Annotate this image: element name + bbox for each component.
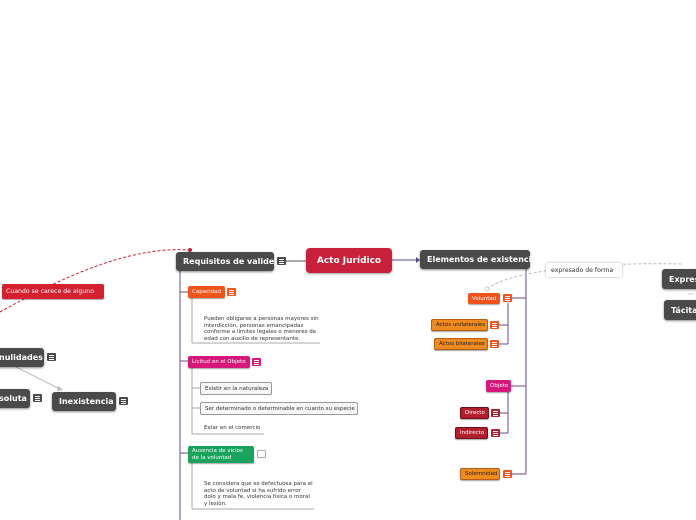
note-icon[interactable]	[33, 394, 42, 402]
elementos-node[interactable]: Elementos de existencia	[420, 250, 537, 269]
expresado-label-box[interactable]: expresado de forma	[546, 263, 622, 277]
licitud-node[interactable]: Licitud en el Objeto	[188, 356, 250, 368]
licitud-item-determinado[interactable]: Ser determinado o determinable en cuanto…	[200, 402, 358, 415]
indirecto-label: Indirecto	[460, 430, 485, 436]
nulidades-label: nulidades	[0, 353, 43, 362]
solemnidad-label: Solemnidad	[465, 471, 498, 477]
note-icon[interactable]	[491, 409, 500, 417]
cuando-label: Cuando se carece de alguno	[6, 288, 94, 295]
note-icon[interactable]	[491, 429, 500, 437]
tacita-label: Tácita	[671, 305, 696, 315]
tacita-node[interactable]: Tácita	[664, 300, 696, 320]
voluntad-label: Voluntad	[472, 295, 497, 302]
absoluta-label: soluta	[0, 394, 27, 403]
capacidad-label: Capacidad	[192, 289, 221, 295]
note-icon[interactable]	[119, 397, 128, 405]
note-icon[interactable]	[252, 358, 261, 366]
expresado-text: expresado de forma	[551, 266, 614, 274]
note-icon[interactable]	[490, 340, 499, 348]
licitud-item-label: Existir en la naturaleza	[205, 385, 269, 392]
solemnidad-node[interactable]: Solemnidad	[460, 468, 500, 480]
note-icon[interactable]	[503, 470, 512, 478]
actos-unilaterales-label: Actos unilaterales	[436, 322, 486, 328]
capacidad-node[interactable]: Capacidad	[188, 286, 225, 298]
licitud-item-label: Ser determinado o determinable en cuanto…	[205, 405, 355, 412]
note-icon[interactable]	[47, 353, 56, 361]
estar-comercio-text: Estar en el comercio	[204, 425, 261, 431]
capacidad-description: Pueden obligarse a personas mayores sin …	[204, 316, 319, 342]
requisitos-node[interactable]: Requisitos de validez	[176, 252, 279, 271]
inexistencia-node[interactable]: Inexistencia	[52, 392, 116, 411]
voluntad-node[interactable]: Voluntad	[468, 293, 500, 304]
actos-bilaterales-label: Actos bilaterales	[439, 341, 485, 347]
cuando-node[interactable]: Cuando se carece de alguno	[2, 284, 104, 299]
expresa-node[interactable]: Expres	[662, 269, 696, 289]
indirecto-node[interactable]: Indirecto	[455, 427, 488, 439]
directo-node[interactable]: Directo	[460, 407, 489, 419]
actos-bilaterales-node[interactable]: Actos bilaterales	[434, 338, 488, 350]
directo-label: Directo	[465, 410, 485, 416]
objeto-label: Objeto	[490, 383, 509, 389]
ausencia-label: Ausencia de vicios de la voluntad	[192, 448, 243, 461]
absoluta-node[interactable]: soluta	[0, 389, 30, 408]
objeto-node[interactable]: Objeto	[486, 380, 511, 392]
expresa-label: Expres	[669, 274, 696, 284]
note-icon[interactable]	[503, 294, 512, 302]
inexistencia-label: Inexistencia	[59, 397, 114, 406]
ausencia-description: Se considera que es defectuosa para el a…	[204, 481, 313, 507]
actos-unilaterales-node[interactable]: Actos unilaterales	[431, 319, 488, 331]
central-label: Acto Jurídico	[316, 255, 382, 266]
requisitos-label: Requisitos de validez	[183, 257, 279, 266]
ausencia-node[interactable]: Ausencia de vicios de la voluntad	[188, 446, 254, 463]
central-node[interactable]: Acto Jurídico	[306, 248, 392, 273]
note-icon[interactable]	[277, 257, 286, 265]
note-icon[interactable]	[227, 288, 236, 296]
elementos-label: Elementos de existencia	[427, 255, 537, 264]
note-icon[interactable]	[490, 321, 499, 329]
note-icon[interactable]	[257, 450, 266, 458]
licitud-item-existir[interactable]: Existir en la naturaleza	[200, 382, 272, 395]
licitud-label: Licitud en el Objeto	[192, 359, 246, 365]
nulidades-node[interactable]: nulidades	[0, 348, 44, 367]
